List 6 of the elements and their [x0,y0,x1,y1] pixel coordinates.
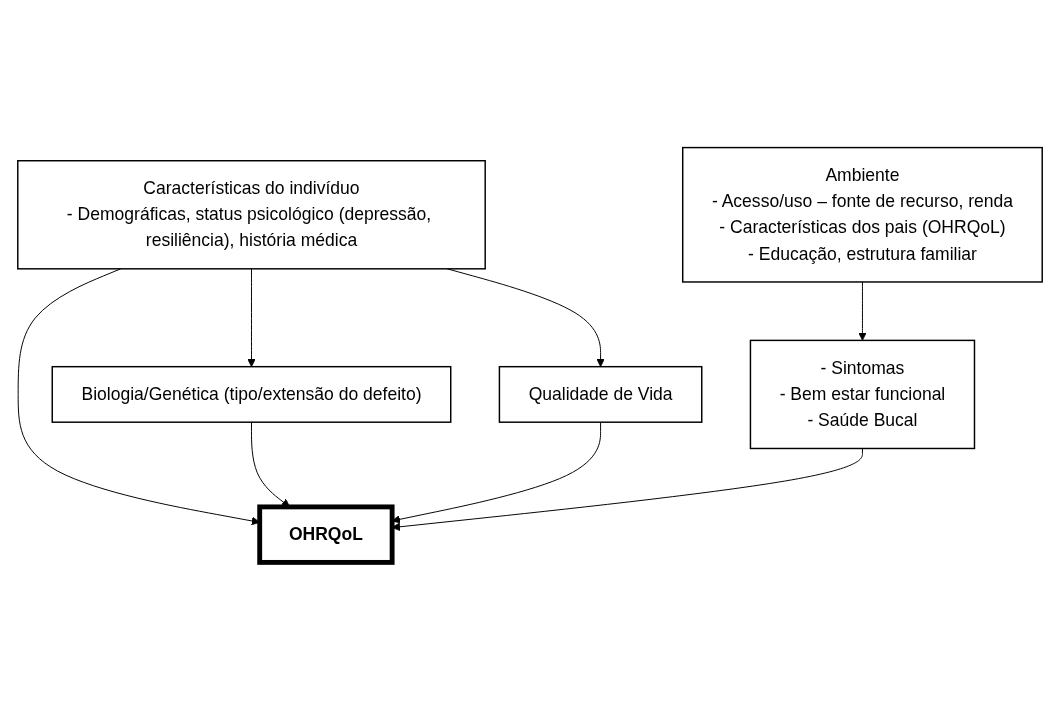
node-box: - Sintomas - Bem estar funcional - Saúde Bucal [749,339,975,449]
node-box: Qualidade de Vida [498,365,702,423]
node-box: Características do indivíduo - Demográficas, status psicológico (depressão, resiliência), história médica [16,159,486,270]
node-box: OHRQoL [256,503,395,565]
node-box: Ambiente - Acesso/uso – fonte de recurso, renda - Características dos pais (OHRQoL) - Educação, estrutura familiar [681,146,1043,283]
node-box: Biologia/Genética (tipo/extensão do defeito) [51,365,451,423]
